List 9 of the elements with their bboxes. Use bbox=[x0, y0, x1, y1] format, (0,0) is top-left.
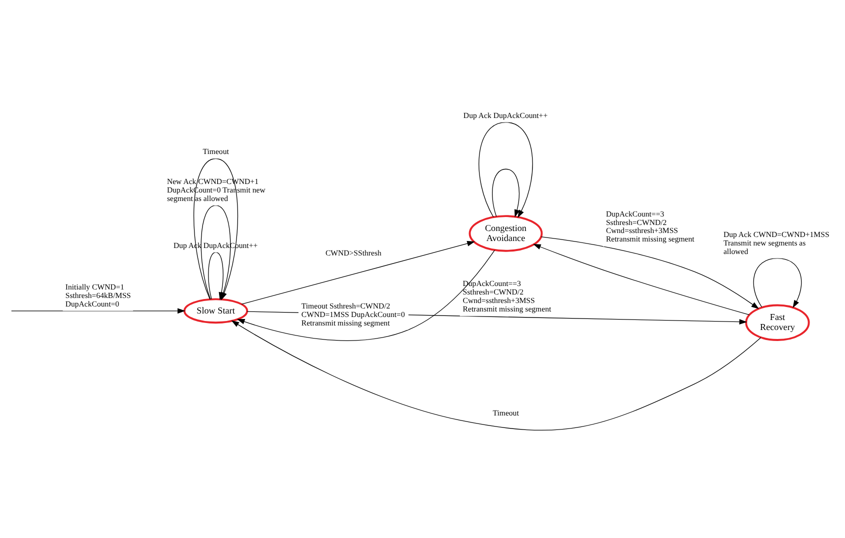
node-ellipse: Fast Recovery bbox=[745, 304, 810, 340]
arrow bbox=[540, 236, 760, 309]
arrow bbox=[478, 121, 533, 218]
arrow bbox=[241, 240, 475, 304]
arrow bbox=[753, 257, 802, 308]
arrow bbox=[236, 249, 495, 340]
arrow bbox=[533, 244, 750, 315]
arrow bbox=[231, 320, 762, 430]
arrow bbox=[492, 168, 520, 217]
